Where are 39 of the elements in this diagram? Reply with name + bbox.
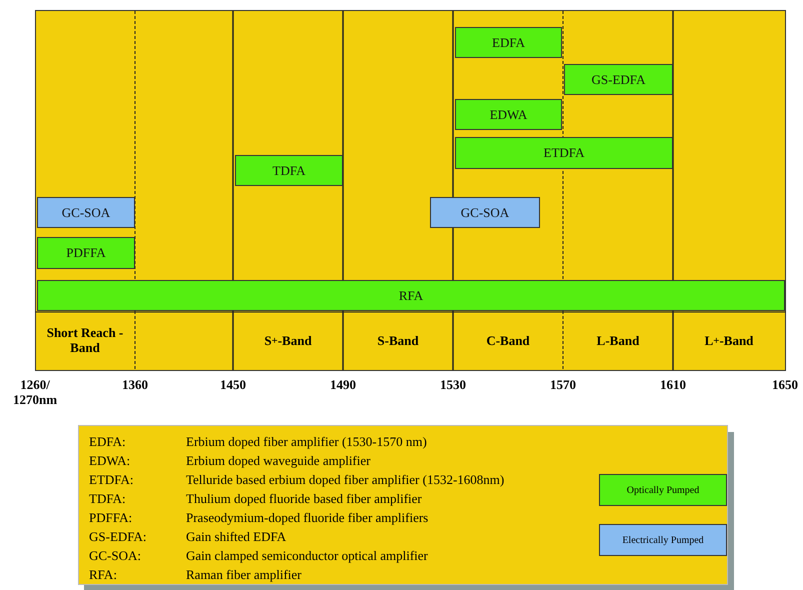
definition: Erbium doped waveguide amplifier xyxy=(186,453,370,469)
abbreviation: ETDFA: xyxy=(89,472,134,488)
abbreviation: PDFFA: xyxy=(89,510,132,526)
definition: Thulium doped fluoride based fiber amplifier xyxy=(186,491,422,507)
definition: Telluride based erbium doped fiber amplifier (1532-1608nm) xyxy=(186,472,504,488)
band-name: S-Band xyxy=(376,332,420,350)
amplifier-bar: TDFA xyxy=(235,155,343,186)
definition: Gain clamped semiconductor optical amplifier xyxy=(186,548,428,564)
definition: Gain shifted EDFA xyxy=(186,529,286,545)
abbreviation: TDFA: xyxy=(89,491,126,507)
definition: Erbium doped fiber amplifier (1530-1570 nm) xyxy=(186,434,427,450)
amplifier-bar: EDFA xyxy=(455,27,562,58)
definition: Praseodymium-doped fluoride fiber amplifiers xyxy=(186,510,428,526)
band-name: L-Band xyxy=(596,332,640,350)
wavelength-tick-label: 1360 xyxy=(121,378,149,393)
wavelength-tick-label: 1530 xyxy=(439,378,467,393)
abbreviation: EDWA: xyxy=(89,453,130,469)
abbreviation: GC-SOA: xyxy=(89,548,142,564)
amplifier-bar: GC-SOA xyxy=(430,197,540,228)
wavelength-tick-label: 1610 xyxy=(659,378,687,393)
wavelength-tick-label: 1570 xyxy=(549,378,577,393)
abbreviation: RFA: xyxy=(89,567,117,583)
wavelength-tick-label: 1490 xyxy=(329,378,357,393)
amplifier-bar: GS-EDFA xyxy=(564,64,673,95)
amplifier-bar: ETDFA xyxy=(455,137,673,169)
band-name: C-Band xyxy=(485,332,531,350)
amplifier-bar: RFA xyxy=(37,280,785,311)
abbreviation: GS-EDFA: xyxy=(89,529,147,545)
abbreviation: EDFA: xyxy=(89,434,126,450)
legend-swatch: Optically Pumped xyxy=(599,474,727,506)
wavelength-tick-label: 1260/ 1270nm xyxy=(12,378,58,408)
amplifier-bar: GC-SOA xyxy=(37,197,135,228)
legend-swatch: Electrically Pumped xyxy=(599,524,727,556)
band-name: Short Reach -Band xyxy=(46,324,124,357)
wavelength-tick-label: 1450 xyxy=(219,378,247,393)
amplifier-bar: PDFFA xyxy=(37,237,135,269)
amplifier-bar: EDWA xyxy=(455,99,562,130)
definition: Raman fiber amplifier xyxy=(186,567,302,583)
wavelength-tick-label: 1650 xyxy=(771,378,799,393)
